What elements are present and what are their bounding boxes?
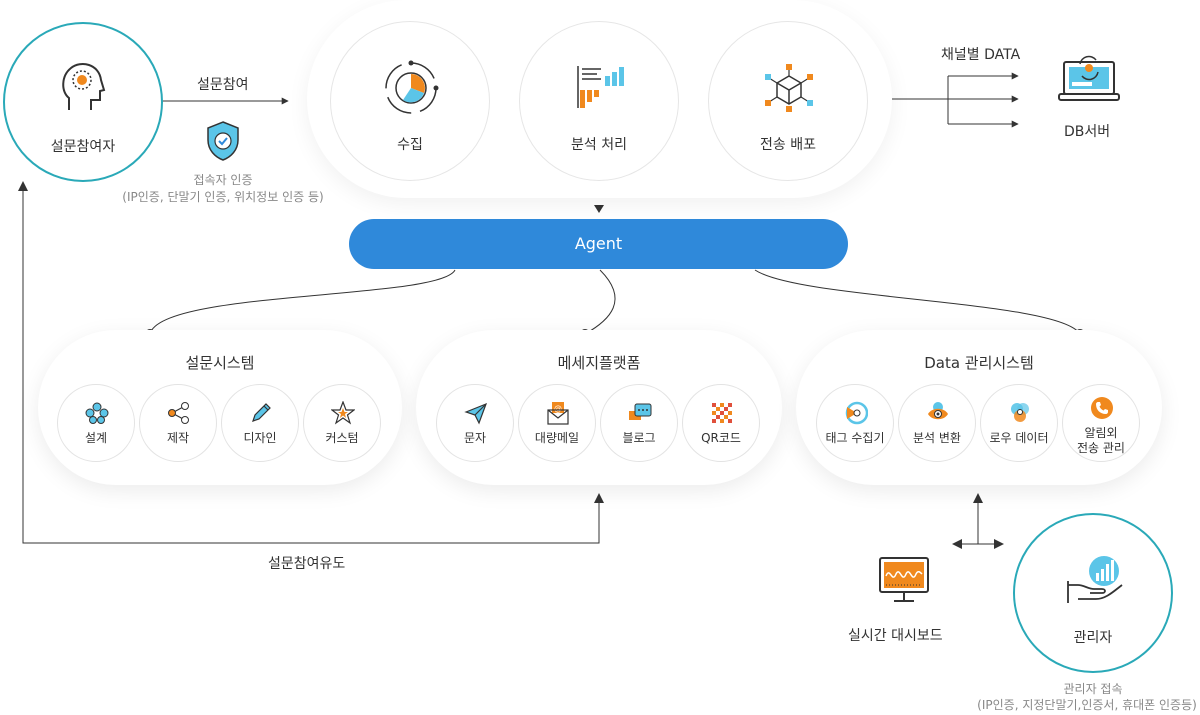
admin-node: 관리자 — [1013, 513, 1173, 673]
pipeline-distribute-label: 전송 배포 — [760, 137, 816, 153]
admin-label: 관리자 — [1073, 630, 1113, 646]
star-icon — [331, 401, 355, 425]
message-platform-title: 메세지플랫폼 — [557, 354, 641, 372]
pencil-icon — [252, 403, 271, 422]
participate-label: 설문참여 — [197, 77, 249, 93]
channel-label: 채널별 DATA — [941, 47, 1021, 63]
auth-label: 접속자 인증 — [193, 173, 253, 187]
message-item-blog-label: 블로그 — [622, 431, 656, 445]
data-item-notify-line2: 전송 관리 — [1077, 441, 1125, 455]
analysis-chart-icon — [577, 66, 624, 108]
message-item-blog: 블로그 — [600, 384, 678, 462]
data-item-tag: 태그 수집기 — [816, 384, 894, 462]
eye-icon — [928, 402, 948, 420]
survey-item-custom-label: 커스텀 — [325, 431, 359, 445]
data-item-raw-label: 로우 데이터 — [989, 431, 1049, 445]
mail-icon: @ — [547, 402, 569, 425]
qr-code-icon — [712, 403, 732, 423]
admin-access-detail: (IP인증, 지정단말기,인증서, 휴대폰 인증등) — [977, 698, 1197, 712]
pipeline-distribute: 전송 배포 — [708, 21, 868, 181]
collect-icon — [385, 60, 439, 114]
induce-label: 설문참여유도 — [268, 556, 346, 572]
survey-item-designwork-label: 디자인 — [243, 431, 277, 445]
message-item-sms: 문자 — [436, 384, 514, 462]
pipeline-collect-label: 수집 — [397, 137, 423, 153]
participant-label: 설문참여자 — [50, 139, 116, 155]
message-item-qr-label: QR코드 — [701, 431, 741, 445]
pipeline-collect: 수집 — [330, 21, 490, 181]
svg-text:@: @ — [554, 404, 562, 413]
dashboard-monitor-icon — [879, 557, 929, 602]
induce-loop — [22, 188, 600, 544]
survey-item-custom: 커스텀 — [303, 384, 381, 462]
pipeline-analysis: 분석 처리 — [519, 21, 679, 181]
phone-icon — [1091, 397, 1113, 419]
down-arrow-agent — [594, 205, 604, 213]
survey-system-title: 설문시스템 — [185, 354, 255, 372]
pipeline-analysis-label: 분석 처리 — [571, 137, 627, 153]
shield-check-icon — [207, 121, 239, 161]
network-cube-icon — [765, 64, 813, 112]
message-platform-panel: 메세지플랫폼 문자 @ 대량메일 블로그 — [416, 330, 782, 485]
data-item-convert-label: 분석 변환 — [913, 431, 961, 445]
data-system-title: Data 관리시스템 — [924, 354, 1034, 372]
message-item-mail: @ 대량메일 — [518, 384, 596, 462]
survey-system-panel: 설문시스템 설계 제작 디자인 커스텀 — [38, 330, 402, 485]
survey-item-design: 설계 — [57, 384, 135, 462]
survey-item-build: 제작 — [139, 384, 217, 462]
share-nodes-icon — [168, 402, 189, 424]
participant-node: 설문참여자 — [3, 22, 163, 182]
molecule-icon — [85, 402, 109, 424]
data-item-tag-label: 태그 수집기 — [825, 431, 885, 445]
message-item-mail-label: 대량메일 — [534, 431, 580, 445]
paper-plane-icon — [464, 402, 488, 425]
data-item-notify-line1: 알림외 — [1084, 426, 1118, 440]
survey-item-build-label: 제작 — [166, 431, 190, 445]
dashboard-label: 실시간 대시보드 — [848, 628, 943, 644]
data-item-raw: 로우 데이터 — [980, 384, 1058, 462]
agent-bar: Agent — [349, 219, 848, 269]
data-system-panel: Data 관리시스템 태그 수집기 분석 변환 로우 데이터 알 — [796, 330, 1162, 485]
survey-item-design-label: 설계 — [84, 431, 108, 445]
message-item-qr: QR코드 — [682, 384, 760, 462]
auth-detail: (IP인증, 단말기 인증, 위치정보 인증 등) — [122, 190, 324, 204]
data-item-convert: 분석 변환 — [898, 384, 976, 462]
chat-bubble-icon — [629, 403, 652, 420]
db-server-label: DB서버 — [1064, 124, 1111, 140]
db-server-laptop-icon — [1058, 55, 1120, 101]
message-item-sms-label: 문자 — [463, 431, 487, 445]
admin-access-title: 관리자 접속 — [1063, 682, 1123, 696]
survey-item-designwork: 디자인 — [221, 384, 299, 462]
tag-collector-icon — [845, 401, 868, 425]
hand-chart-icon — [1067, 556, 1123, 603]
venn-icon — [1011, 403, 1029, 422]
head-brain-icon — [62, 63, 106, 110]
